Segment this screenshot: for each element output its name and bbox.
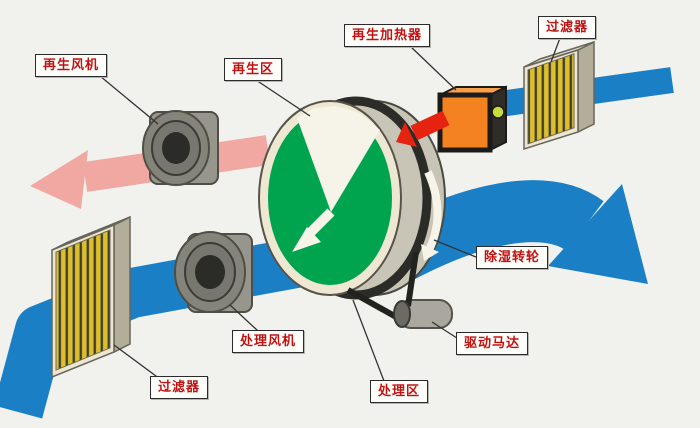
regen-air-filter [523,40,595,151]
filter-pleated-media [55,229,111,371]
leader-regen-fan [99,75,159,125]
leader-filter-top [550,37,561,63]
leader-desiccant-wheel [433,239,477,258]
leader-regen-zone [255,79,311,117]
process-air-filter [51,215,131,379]
hot-air-duct [410,110,450,141]
label-regen-heater: 再生加热器 [344,24,431,47]
regen-fan [142,110,219,186]
hot-air-flow [396,110,450,147]
label-desiccant-wheel: 除湿转轮 [476,246,549,269]
wheel-rotation-arrow [424,170,442,250]
leader-filter-bottom [113,344,161,380]
process-fan [174,231,253,313]
hot-air-arrowhead [396,122,417,147]
fan-inlet [195,255,225,289]
moist-air-arrowhead [30,150,88,209]
wheel-sector-pointer-arrowhead [292,227,321,252]
wheel-regen-sector [297,106,380,212]
drive-motor [346,251,453,329]
label-process-fan: 处理风机 [232,330,305,353]
motor-pulley [393,300,411,328]
belt-run-lower [346,287,400,321]
belt-run-upper [405,251,419,307]
leader-regen-heater [409,45,457,91]
filter-side-face [113,215,131,354]
wheel-sector-pointer [306,208,335,237]
label-filter-bottom: 过滤器 [150,376,209,399]
process-air-outlet-arrowhead [548,184,648,284]
label-regen-zone: 再生区 [224,58,283,81]
label-drive-motor: 驱动马达 [456,332,529,355]
regen-heater [437,85,507,153]
filter-pleated-media [527,53,575,145]
heater-front-face [437,92,493,153]
label-process-zone: 处理区 [370,380,429,403]
heater-indicator-light [491,105,505,119]
label-filter-top: 过滤器 [538,16,597,39]
fan-inlet [162,132,190,164]
leader-process-fan [229,304,259,332]
leader-drive-motor [431,321,461,341]
wheel-rotation-arrowhead [421,244,439,261]
leader-process-zone [352,299,385,382]
leader-lines [99,37,561,382]
filter-side-face [577,40,595,134]
label-regen-fan: 再生风机 [35,54,108,77]
